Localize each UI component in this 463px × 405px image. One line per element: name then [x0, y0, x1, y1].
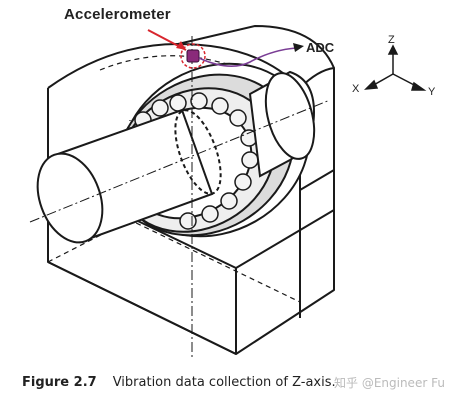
watermark: 知乎 @Engineer Fu: [334, 376, 445, 390]
axis-triad: [364, 44, 427, 91]
adc-cable: [198, 47, 297, 67]
accelerometer-label: Accelerometer: [64, 6, 171, 23]
diagram-svg: [29, 25, 427, 360]
axis-y-label: Y: [428, 86, 436, 98]
figure-number: Figure 2.7: [22, 375, 97, 390]
caption-text: Vibration data collection of Z-axis.: [112, 375, 336, 390]
shaft-rear: [248, 70, 316, 178]
figure-caption: Figure 2.7 Vibration data collection of Z…: [22, 375, 336, 390]
adc-label: ADC: [306, 40, 335, 55]
axis-z-label: Z: [388, 34, 395, 46]
shaft: [36, 108, 222, 244]
bearing-diagram: Accelerometer ADC Z X Y: [29, 6, 436, 360]
accelerometer-sensor: [186, 49, 200, 63]
axis-x-label: X: [352, 83, 360, 95]
center-lines: [29, 36, 331, 360]
adc-arrowhead: [293, 43, 304, 52]
sensor-highlight-circle: [180, 43, 206, 69]
